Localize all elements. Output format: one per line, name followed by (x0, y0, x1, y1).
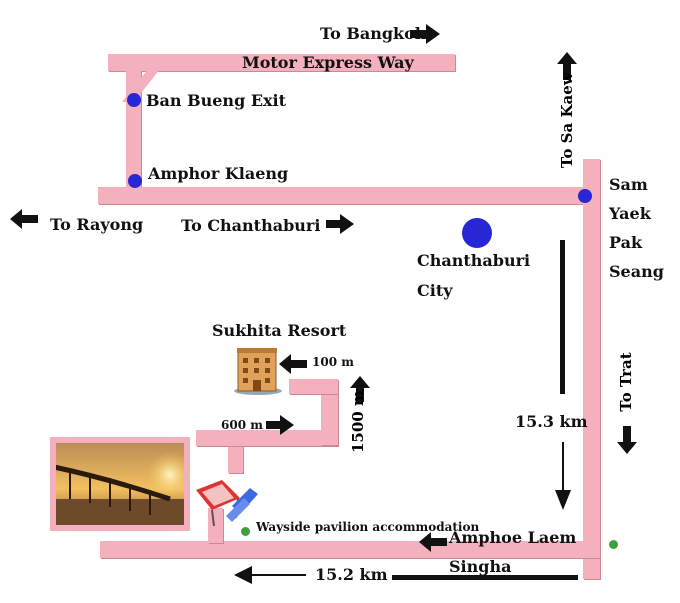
sam-yaek-label-1: Sam (609, 175, 648, 194)
chanthaburi-city-label-1: Chanthaburi (417, 251, 531, 270)
to-chanthaburi-label: To Chanthaburi (181, 216, 321, 235)
distance-line (560, 240, 565, 394)
arrow-left-icon (419, 532, 447, 552)
arrow-down-thin-icon (555, 442, 571, 510)
motor-express-way-label: Motor Express Way (242, 53, 414, 72)
sam-yaek-label-4: Seang (609, 262, 664, 281)
resort-access-vertical (208, 508, 223, 543)
arrow-down-icon (617, 426, 637, 454)
laem-singha-road (100, 541, 600, 558)
arrow-up-icon (557, 52, 577, 80)
resort-access-600m (196, 430, 338, 446)
junction-marker (609, 540, 618, 549)
amphor-klaeng-marker (128, 174, 142, 188)
chanthaburi-road (98, 187, 600, 204)
arrow-right-icon (326, 214, 354, 234)
resort-access-100m (289, 379, 338, 394)
sam-yaek-label-3: Pak (609, 233, 643, 252)
sukhita-resort-label: Sukhita Resort (212, 321, 347, 340)
pavilion-icon (196, 480, 258, 527)
wayside-marker (241, 527, 250, 536)
sam-yaek-label-2: Yaek (609, 204, 651, 223)
diagonal-connector-road (122, 64, 164, 102)
amphor-klaeng-label: Amphor Klaeng (148, 164, 289, 183)
resort-access-1500m (321, 379, 338, 445)
amphoe-laem-singha-label-1: Amphoe Laem (449, 528, 577, 547)
arrow-up-icon (350, 376, 370, 402)
ban-bueng-exit-label: Ban Bueng Exit (146, 91, 287, 110)
wayside-label: Wayside pavilion accommodation (256, 520, 480, 534)
to-sa-kaew-label: To Sa Kaew (558, 72, 576, 168)
trat-road (583, 159, 600, 579)
arrow-right-icon (266, 415, 294, 435)
to-trat-label: To Trat (617, 352, 635, 412)
arrow-left-thin-icon (234, 566, 306, 584)
distance-1500-m-label: 1500 m (349, 390, 367, 453)
distance-600-m-label: 600 m (221, 418, 263, 432)
arrow-left-icon (279, 354, 307, 374)
to-bangkok-label: To Bangkok (320, 24, 426, 43)
distance-15-3-km-label: 15.3 km (515, 412, 588, 431)
chanthaburi-city-label-2: City (417, 281, 453, 300)
distance-100-m-label: 100 m (312, 355, 354, 369)
sam-yaek-marker (578, 189, 592, 203)
distance-15-2-km-label: 15.2 km (315, 565, 388, 584)
arrow-right-icon (410, 24, 440, 44)
resort-access-short (228, 445, 243, 473)
bridge-sunset-photo (50, 437, 190, 531)
chanthaburi-city-marker (462, 218, 492, 248)
distance-line-bottom (392, 575, 578, 580)
hotel-building-icon (234, 348, 282, 395)
to-rayong-label: To Rayong (50, 215, 144, 234)
ban-bueng-exit-marker (127, 93, 141, 107)
arrow-left-icon (10, 209, 38, 229)
amphoe-laem-singha-label-2: Singha (449, 557, 512, 576)
motor-express-way-road (108, 54, 455, 71)
